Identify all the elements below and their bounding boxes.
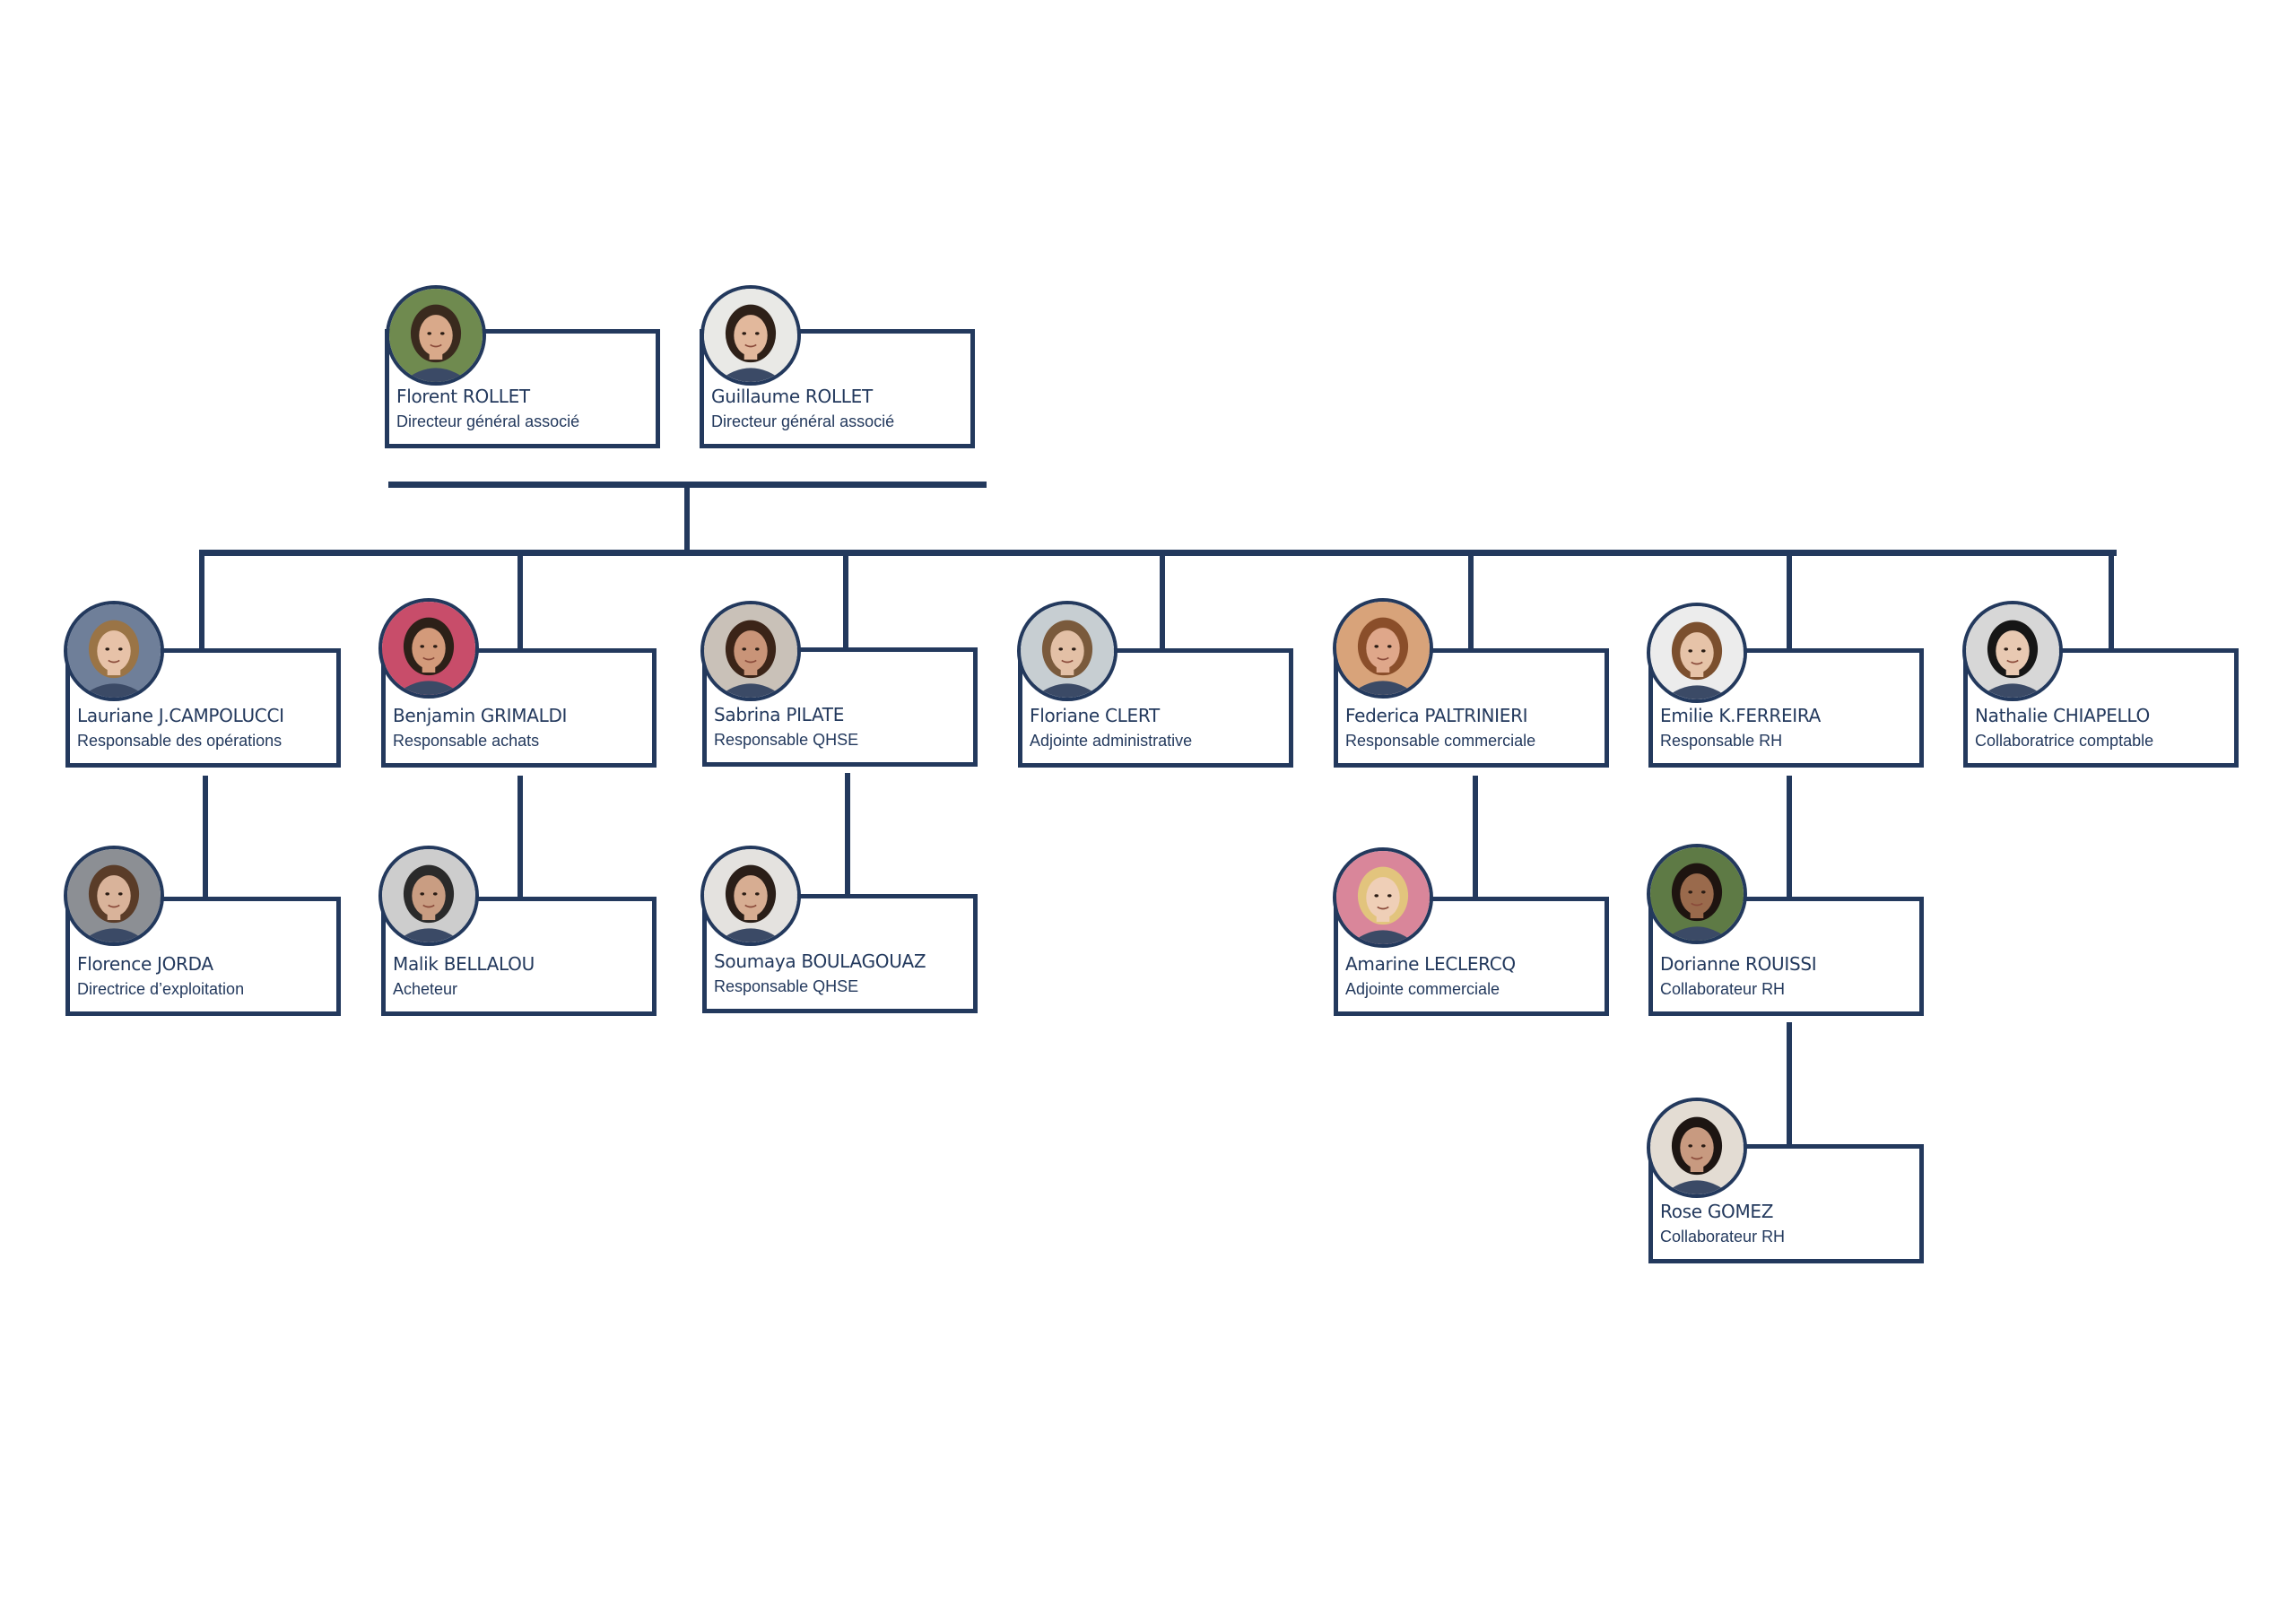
- sub-connector: [1787, 776, 1792, 903]
- person-role: Collaboratrice comptable: [1975, 732, 2154, 750]
- portrait-photo: [67, 604, 161, 698]
- portrait-photo: [1650, 1101, 1744, 1194]
- person-name: Lauriane J.CAMPOLUCCI: [77, 705, 284, 726]
- avatar: [1962, 601, 2063, 701]
- person-card: Floriane CLERT Adjointe administrative: [1018, 648, 1293, 768]
- person-role: Responsable QHSE: [714, 977, 859, 995]
- portrait-photo: [704, 289, 797, 382]
- person-name: Floriane CLERT: [1030, 705, 1160, 726]
- branch-bar: [199, 550, 2117, 556]
- avatar: [1647, 603, 1747, 703]
- person-role: Responsable commerciale: [1345, 732, 1536, 750]
- sub-connector: [1787, 1022, 1792, 1150]
- person-role: Responsable des opérations: [77, 732, 283, 750]
- person-name: Florence JORDA: [77, 953, 213, 975]
- person-name: Guillaume ROLLET: [711, 386, 873, 407]
- portrait-photo: [389, 289, 483, 382]
- person-role: Responsable achats: [393, 732, 540, 750]
- avatar: [1017, 601, 1118, 701]
- portrait-photo: [382, 602, 475, 695]
- avatar: [700, 846, 801, 946]
- portrait-photo: [1650, 606, 1744, 699]
- person-name: Soumaya BOULAGOUAZ: [714, 950, 926, 972]
- avatar: [378, 598, 479, 699]
- person-name: Federica PALTRINIERI: [1345, 705, 1528, 726]
- person-name: Sabrina PILATE: [714, 704, 845, 725]
- person-role: Directeur général associé: [396, 412, 580, 430]
- person-role: Responsable RH: [1660, 732, 1783, 750]
- drop-connector: [843, 550, 848, 652]
- root-stem: [684, 484, 690, 553]
- portrait-photo: [382, 849, 475, 942]
- avatar: [1647, 1098, 1747, 1198]
- portrait-photo: [67, 849, 161, 942]
- person-role: Adjointe administrative: [1030, 732, 1193, 750]
- person-role: Responsable QHSE: [714, 731, 859, 749]
- sub-connector: [845, 773, 850, 900]
- person-role: Directeur général associé: [711, 412, 895, 430]
- person-card: Malik BELLALOU Acheteur: [381, 897, 657, 1016]
- person-name: Rose GOMEZ: [1660, 1201, 1774, 1222]
- person-name: Emilie K.FERREIRA: [1660, 705, 1822, 726]
- drop-connector: [1787, 550, 1792, 652]
- drop-connector: [2109, 550, 2114, 652]
- drop-connector: [517, 550, 523, 652]
- avatar: [386, 285, 486, 386]
- portrait-photo: [704, 849, 797, 942]
- portrait-photo: [1336, 602, 1430, 695]
- person-role: Directrice d’exploitation: [77, 980, 245, 998]
- sub-connector: [1473, 776, 1478, 903]
- person-role: Collaborateur RH: [1660, 1228, 1786, 1245]
- person-name: Nathalie CHIAPELLO: [1975, 705, 2150, 726]
- person-card: Rose GOMEZ Collaborateur RH: [1648, 1144, 1924, 1263]
- drop-connector: [1160, 550, 1165, 652]
- portrait-photo: [704, 604, 797, 698]
- person-role: Adjointe commerciale: [1345, 980, 1500, 998]
- avatar: [700, 601, 801, 701]
- portrait-photo: [1021, 604, 1114, 698]
- person-name: Florent ROLLET: [396, 386, 530, 407]
- avatar: [1333, 847, 1433, 948]
- avatar: [64, 601, 164, 701]
- drop-connector: [1468, 550, 1474, 652]
- person-name: Dorianne ROUISSI: [1660, 953, 1817, 975]
- avatar: [64, 846, 164, 946]
- avatar: [1333, 598, 1433, 699]
- portrait-photo: [1966, 604, 2059, 698]
- portrait-photo: [1336, 851, 1430, 944]
- person-card: Florence JORDA Directrice d’exploitation: [65, 897, 341, 1016]
- avatar: [378, 846, 479, 946]
- person-role: Acheteur: [393, 980, 458, 998]
- person-role: Collaborateur RH: [1660, 980, 1786, 998]
- person-name: Amarine LECLERCQ: [1345, 953, 1516, 975]
- person-card: Federica PALTRINIERI Responsable commerci…: [1334, 648, 1609, 768]
- drop-connector: [199, 550, 204, 652]
- person-name: Benjamin GRIMALDI: [393, 705, 568, 726]
- portrait-photo: [1650, 847, 1744, 941]
- avatar: [700, 285, 801, 386]
- person-card: Dorianne ROUISSI Collaborateur RH: [1648, 897, 1924, 1016]
- sub-connector: [203, 776, 208, 903]
- sub-connector: [517, 776, 523, 903]
- person-name: Malik BELLALOU: [393, 953, 535, 975]
- avatar: [1647, 844, 1747, 944]
